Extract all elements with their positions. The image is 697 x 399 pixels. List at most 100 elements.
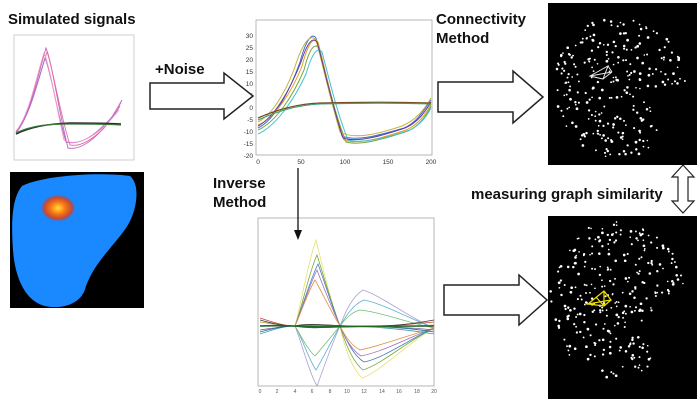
sensor-point: [579, 330, 582, 334]
sensor-point: [550, 300, 553, 303]
sensor-point: [634, 230, 637, 233]
sensor-point: [623, 325, 626, 329]
sensor-point: [568, 354, 571, 356]
sensor-point: [623, 310, 626, 313]
sensor-point: [639, 131, 642, 134]
sensor-point: [629, 343, 632, 346]
sensor-point: [642, 145, 645, 148]
sensor-point: [671, 82, 673, 85]
sensor-point: [596, 129, 599, 133]
sensor-point: [650, 307, 652, 309]
sensor-point: [604, 155, 607, 158]
sensor-point: [558, 319, 561, 323]
sensor-point: [612, 372, 615, 375]
sensor-point: [594, 268, 596, 271]
sensor-point: [602, 327, 605, 330]
sensor-point: [626, 86, 629, 89]
sensor-point: [614, 259, 618, 263]
sensor-point: [574, 44, 577, 47]
sensor-point: [587, 118, 590, 120]
sensor-point: [655, 32, 658, 35]
sensor-point: [632, 342, 635, 345]
sensor-point: [643, 249, 646, 252]
sensor-point: [607, 243, 610, 245]
sensor-point: [592, 132, 595, 135]
sensor-point: [631, 338, 634, 342]
sensor-point: [670, 51, 674, 54]
sensor-point: [621, 131, 625, 135]
sensor-point: [667, 78, 670, 81]
sensor-point: [567, 73, 570, 76]
sensor-point: [624, 312, 627, 315]
sensor-point: [624, 277, 628, 280]
sensor-point: [573, 63, 576, 66]
sensor-point: [614, 239, 618, 242]
sensor-point: [593, 355, 596, 358]
sensor-point: [571, 121, 574, 125]
sensor-point: [661, 80, 665, 84]
sensor-point: [606, 268, 609, 271]
sensor-point: [646, 344, 649, 347]
sensor-point: [606, 43, 610, 46]
sensor-point: [579, 138, 582, 141]
sensor-point: [601, 369, 604, 372]
sensor-point: [645, 107, 649, 111]
sensor-point: [638, 356, 641, 359]
sensor-point: [647, 261, 650, 265]
sensor-point: [565, 93, 568, 96]
sensor-point: [637, 336, 640, 339]
sensor-point: [609, 153, 612, 156]
sensor-point: [590, 283, 593, 286]
sensor-point: [585, 101, 589, 104]
sensor-point: [567, 81, 570, 84]
connectivity-highlight-bottom: [585, 290, 613, 307]
sensor-point: [643, 248, 646, 250]
sensor-point: [648, 67, 651, 71]
sensor-point: [604, 295, 607, 298]
sensor-point: [557, 324, 560, 328]
x-tick: 50: [297, 159, 305, 166]
sensor-point: [641, 346, 644, 350]
sensor-point: [554, 318, 558, 321]
sensor-point: [612, 80, 615, 83]
sensor-point: [588, 60, 591, 63]
x-tick: 12: [361, 389, 367, 395]
sensor-point: [615, 301, 618, 303]
sensor-point: [630, 243, 633, 246]
sensor-point: [598, 309, 602, 312]
sensor-point: [620, 95, 623, 98]
sensor-point: [646, 84, 650, 88]
sensor-point: [615, 305, 618, 308]
sensor-point: [572, 54, 574, 57]
sensor-point: [631, 336, 634, 339]
sensor-point: [618, 152, 621, 156]
sensor-point: [676, 82, 679, 85]
sensor-point: [602, 134, 605, 137]
sensor-point: [619, 21, 622, 24]
sensor-point: [565, 125, 568, 127]
sensor-point: [593, 309, 596, 312]
sensor-point: [594, 110, 597, 113]
sensor-point: [573, 262, 576, 265]
noisy-plot-x-ticks: 0 50 100 150 200: [256, 159, 437, 166]
sensor-point: [601, 245, 604, 248]
sensor-point: [638, 72, 642, 75]
sensor-point: [629, 230, 633, 233]
sensor-point: [581, 41, 584, 44]
sensor-point: [617, 131, 620, 134]
right-arrow-icon: [443, 273, 549, 327]
sensor-point: [596, 63, 599, 65]
sensor-point: [599, 134, 601, 136]
sensor-point: [649, 125, 653, 128]
sensor-point: [637, 152, 641, 156]
sensor-point: [619, 32, 622, 35]
sensor-point: [658, 263, 662, 266]
sensor-point: [582, 336, 585, 339]
sensor-point: [679, 274, 683, 277]
sensor-point: [624, 32, 627, 35]
sensor-point: [577, 272, 580, 276]
sensor-point: [594, 115, 597, 118]
sensor-point: [625, 91, 629, 95]
sensor-point: [574, 256, 577, 259]
sensor-point: [642, 239, 645, 242]
